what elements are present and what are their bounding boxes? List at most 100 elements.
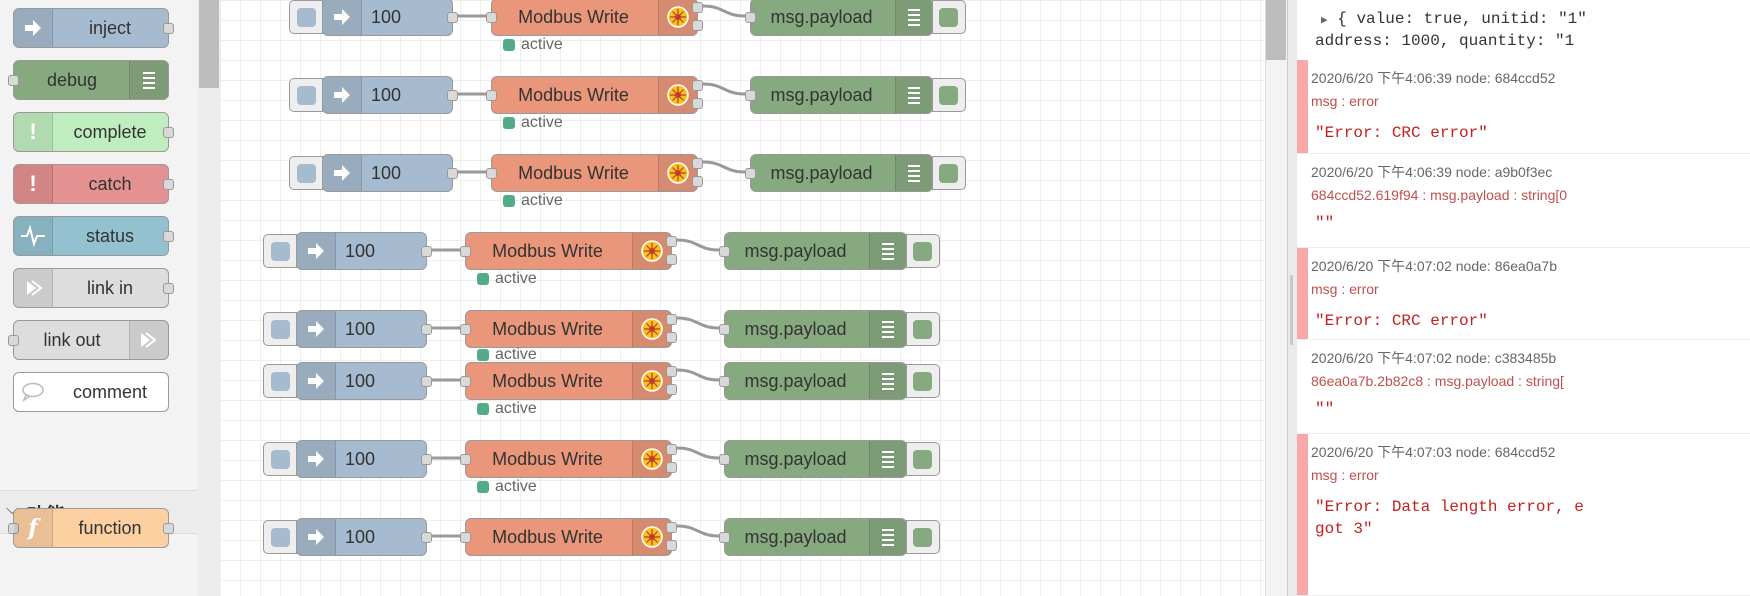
palette-node-catch[interactable]: ! catch — [13, 164, 174, 204]
inject-button-face[interactable] — [271, 450, 290, 469]
wire[interactable] — [676, 368, 720, 382]
output-port-1[interactable] — [666, 444, 677, 455]
inject-node[interactable]: 100 — [263, 232, 432, 270]
palette-node-link-in[interactable]: link in — [13, 268, 174, 308]
palette-scrollbar[interactable] — [198, 0, 221, 596]
debug-toggle-button[interactable] — [932, 78, 966, 112]
modbus-write-node[interactable]: Modbus Write — [486, 154, 703, 192]
input-port[interactable] — [719, 454, 730, 465]
debug-toggle-button[interactable] — [932, 156, 966, 190]
debug-toggle-face[interactable] — [913, 450, 932, 469]
debug-node[interactable]: msg.payload — [719, 362, 940, 400]
input-port[interactable] — [8, 335, 19, 346]
inject-node[interactable]: 100 — [263, 310, 432, 348]
output-port[interactable] — [447, 168, 458, 179]
wire[interactable] — [676, 316, 720, 330]
input-port[interactable] — [460, 324, 471, 335]
expand-arrow-icon[interactable]: ▶ — [1321, 15, 1328, 27]
output-port[interactable] — [447, 90, 458, 101]
debug-node[interactable]: msg.payload — [745, 0, 966, 36]
debug-toggle-button[interactable] — [906, 520, 940, 554]
modbus-write-node[interactable]: Modbus Write — [486, 0, 703, 36]
debug-toggle-button[interactable] — [906, 234, 940, 268]
inject-node[interactable]: 100 — [289, 76, 458, 114]
output-port-1[interactable] — [666, 522, 677, 533]
debug-node[interactable]: msg.payload — [719, 310, 940, 348]
debug-node[interactable]: msg.payload — [745, 154, 966, 192]
output-port[interactable] — [421, 454, 432, 465]
inject-button-face[interactable] — [297, 86, 316, 105]
modbus-write-node[interactable]: Modbus Write — [460, 362, 677, 400]
inject-node[interactable]: 100 — [263, 362, 432, 400]
output-port[interactable] — [163, 127, 174, 138]
debug-node[interactable]: msg.payload — [719, 232, 940, 270]
input-port[interactable] — [8, 75, 19, 86]
palette-node-link-out[interactable]: link out — [8, 320, 169, 360]
output-port-2[interactable] — [666, 384, 677, 395]
inject-button-face[interactable] — [271, 372, 290, 391]
output-port[interactable] — [163, 23, 174, 34]
input-port[interactable] — [719, 246, 730, 257]
debug-node[interactable]: msg.payload — [719, 518, 940, 556]
modbus-write-node[interactable]: Modbus Write — [460, 518, 677, 556]
input-port[interactable] — [8, 523, 19, 534]
output-port-2[interactable] — [666, 540, 677, 551]
output-port[interactable] — [163, 283, 174, 294]
output-port-1[interactable] — [692, 158, 703, 169]
inject-button-face[interactable] — [297, 164, 316, 183]
output-port[interactable] — [421, 376, 432, 387]
input-port[interactable] — [486, 12, 497, 23]
palette-node-comment[interactable]: comment — [13, 372, 169, 412]
input-port[interactable] — [460, 454, 471, 465]
palette-node-function[interactable]: f function — [8, 508, 174, 548]
inject-trigger-button[interactable] — [289, 78, 323, 112]
output-port[interactable] — [163, 179, 174, 190]
inject-trigger-button[interactable] — [289, 156, 323, 190]
input-port[interactable] — [719, 376, 730, 387]
input-port[interactable] — [486, 90, 497, 101]
debug-toggle-face[interactable] — [913, 242, 932, 261]
input-port[interactable] — [719, 532, 730, 543]
inject-node[interactable]: 100 — [263, 518, 432, 556]
output-port-2[interactable] — [666, 254, 677, 265]
wire[interactable] — [702, 82, 746, 96]
debug-object-line[interactable]: ▶ { value: true, unitid: "1" — [1321, 10, 1587, 28]
output-port-1[interactable] — [666, 366, 677, 377]
input-port[interactable] — [745, 12, 756, 23]
output-port-2[interactable] — [666, 332, 677, 343]
palette-node-debug[interactable]: debug — [8, 60, 169, 100]
wire[interactable] — [676, 238, 720, 252]
debug-toggle-face[interactable] — [939, 8, 958, 27]
modbus-write-node[interactable]: Modbus Write — [460, 232, 677, 270]
inject-trigger-button[interactable] — [289, 0, 323, 34]
modbus-write-node[interactable]: Modbus Write — [486, 76, 703, 114]
output-port[interactable] — [163, 523, 174, 534]
inject-button-face[interactable] — [271, 320, 290, 339]
wire[interactable] — [676, 446, 720, 460]
output-port-1[interactable] — [666, 236, 677, 247]
output-port-2[interactable] — [666, 462, 677, 473]
palette-node-inject[interactable]: inject — [13, 8, 174, 48]
palette-scrollbar-thumb[interactable] — [199, 0, 219, 88]
inject-trigger-button[interactable] — [263, 364, 297, 398]
output-port[interactable] — [421, 324, 432, 335]
debug-toggle-button[interactable] — [906, 364, 940, 398]
inject-trigger-button[interactable] — [263, 312, 297, 346]
wire[interactable] — [676, 524, 720, 538]
debug-toggle-face[interactable] — [913, 372, 932, 391]
debug-toggle-button[interactable] — [906, 312, 940, 346]
output-port[interactable] — [421, 532, 432, 543]
debug-toggle-face[interactable] — [913, 320, 932, 339]
inject-button-face[interactable] — [271, 528, 290, 547]
input-port[interactable] — [745, 168, 756, 179]
debug-toggle-button[interactable] — [932, 0, 966, 34]
output-port[interactable] — [447, 12, 458, 23]
modbus-write-node[interactable]: Modbus Write — [460, 310, 677, 348]
inject-button-face[interactable] — [297, 8, 316, 27]
